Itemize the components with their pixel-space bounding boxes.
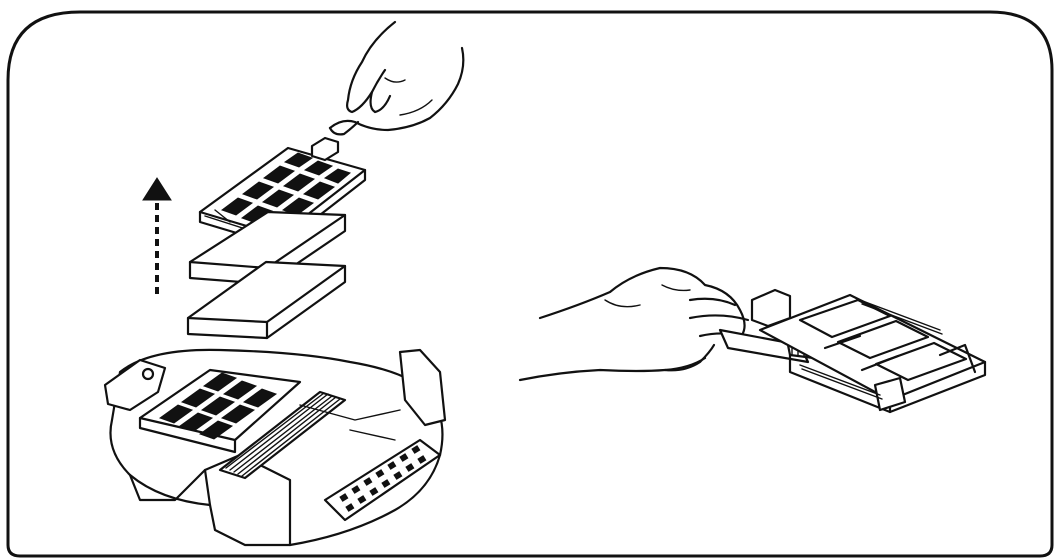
filter-sheet-lower: [188, 262, 345, 338]
robot-vacuum-body: [105, 350, 445, 545]
hand-right: [520, 268, 755, 380]
arrow-up-dashed-icon: [143, 178, 171, 298]
hand-top: [330, 22, 463, 134]
